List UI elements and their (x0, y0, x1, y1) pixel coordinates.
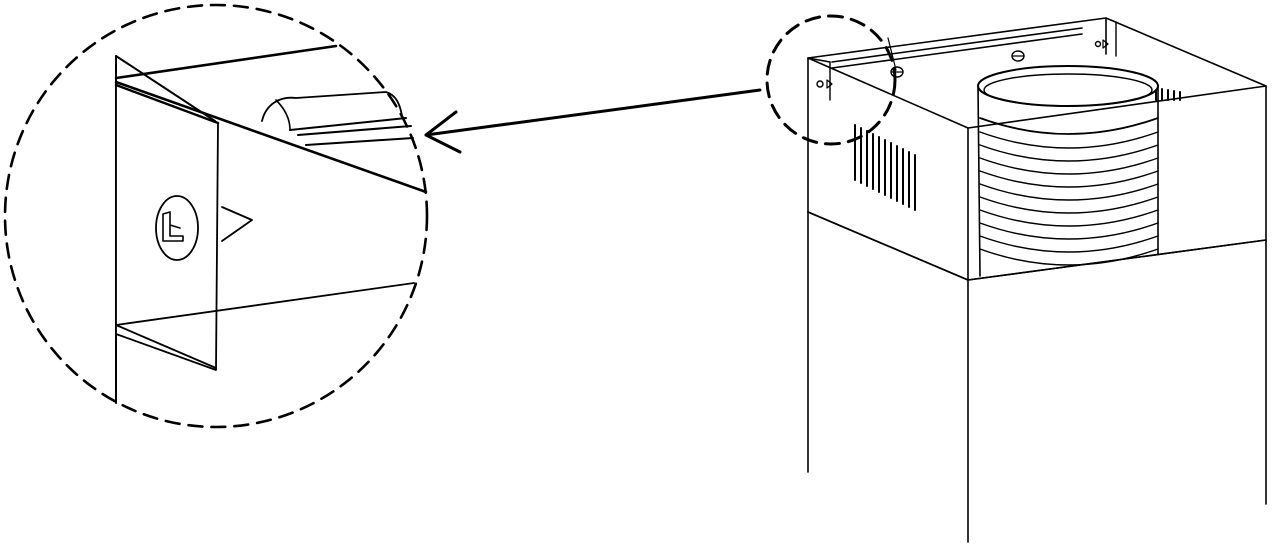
pointer-arrow (424, 88, 762, 154)
detail-dashed-circle (3, 3, 429, 429)
detail-channel-end (275, 99, 291, 131)
hood-assembly (765, 14, 1267, 543)
detail-channel-line-1 (289, 117, 407, 131)
lower-chimney (807, 211, 1267, 543)
arrow-shaft (424, 88, 762, 137)
detail-lower-edge (115, 282, 415, 326)
detail-screw-head-icon (155, 195, 199, 261)
flex-duct (977, 65, 1159, 277)
detail-channel-line-2 (297, 125, 412, 136)
detail-channel-line-3 (305, 137, 414, 146)
detail-rail-top-2 (114, 80, 428, 194)
detail-lower-diag (115, 324, 217, 369)
upper-box (807, 17, 1267, 281)
detail-rail-inner (115, 55, 216, 122)
detail-plate-top-edge (114, 83, 220, 125)
detail-rail-top (114, 44, 338, 80)
magnified-detail (3, 3, 429, 429)
arrow-head (424, 110, 462, 154)
detail-screw-shaft (221, 206, 253, 242)
detail-bracket-plate (115, 84, 219, 371)
detail-source-circle (765, 14, 897, 146)
detail-channel-cylinder (261, 91, 403, 122)
detail-screw-slot (162, 211, 184, 242)
